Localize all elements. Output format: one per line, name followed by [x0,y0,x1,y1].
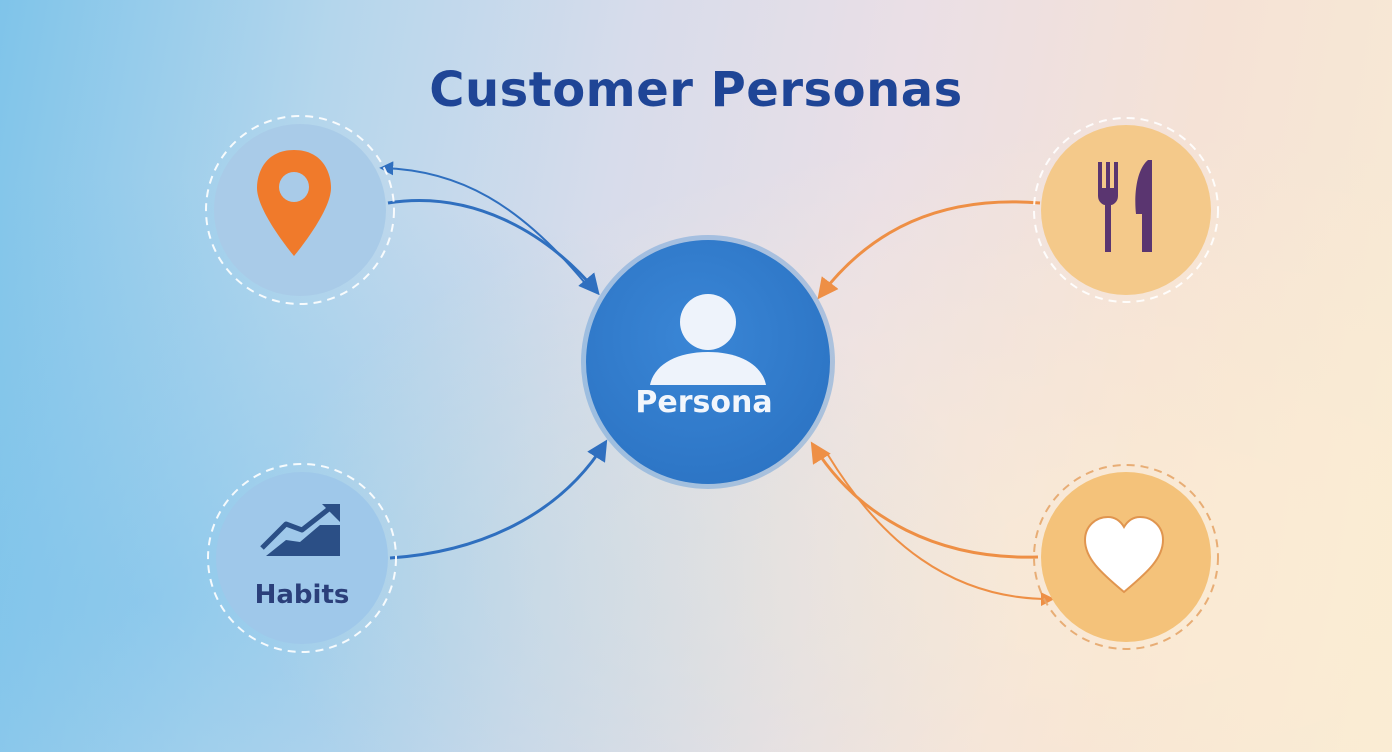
node-interests [1033,464,1219,650]
heart-icon [1083,515,1165,594]
connector-interests [810,441,1039,559]
node-persona-center: Persona [581,235,835,489]
connector-location-back [379,161,586,284]
trend-chart-icon [260,504,340,556]
connector-habits [389,439,608,560]
node-food [1033,117,1219,303]
center-label: Persona [635,385,772,420]
node-habits: Habits [207,463,397,653]
fork-knife-icon [1098,160,1152,252]
node-location [205,115,395,305]
location-pin-icon [257,150,331,256]
connector-location [387,199,600,296]
node-habits-circle [216,472,388,644]
connector-food [817,200,1041,300]
connector-interests-back [827,454,1055,607]
diagram-title: Customer Personas [429,62,963,118]
person-icon [650,294,766,385]
node-food-circle [1041,125,1211,295]
node-habits-label: Habits [255,580,350,610]
